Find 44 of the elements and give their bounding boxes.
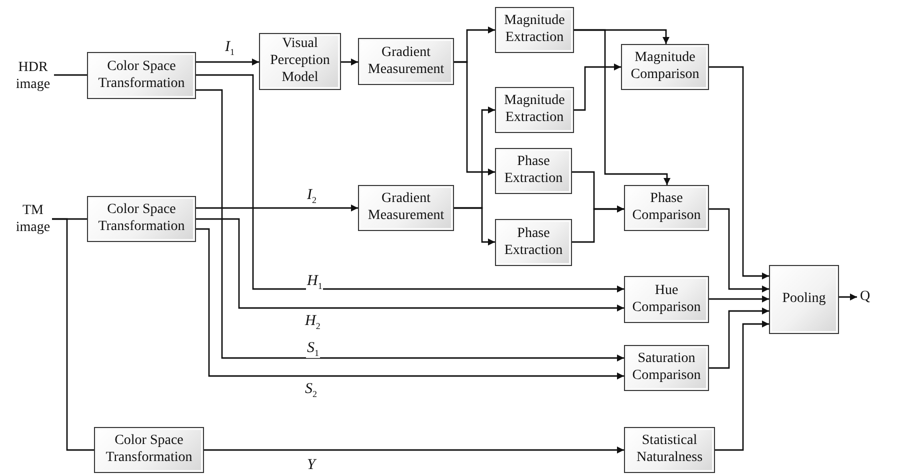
arrow [204, 446, 624, 454]
node-label: TM image [14, 206, 52, 234]
arrow [196, 218, 624, 312]
arrow [709, 66, 769, 280]
arrow [572, 206, 624, 243]
edge-label: H$_{1}$ [306, 274, 324, 291]
process-box: Saturation Comparison [624, 345, 709, 391]
process-box: Color Space Transformation [87, 52, 196, 99]
arrow [196, 58, 259, 66]
arrow [196, 89, 624, 362]
arrow [574, 64, 621, 111]
edge-label: H$_{2}$ [304, 314, 322, 331]
node-label: Q [857, 287, 873, 307]
process-box: Statistical Naturalness [624, 427, 715, 473]
node-label: HDR image [12, 63, 54, 91]
process-box: Gradient Measurement [358, 185, 454, 231]
process-box: Phase Extraction [495, 148, 572, 194]
edge-label: I$_{1}$ [224, 40, 236, 57]
arrow [196, 204, 358, 212]
process-box: Phase Comparison [624, 185, 709, 231]
process-box: Hue Comparison [624, 276, 709, 323]
process-box: Gradient Measurement [358, 38, 454, 85]
process-box: Magnitude Extraction [495, 87, 574, 133]
arrow [341, 58, 358, 66]
arrow [454, 207, 495, 246]
arrow [839, 294, 857, 300]
arrow [715, 320, 769, 451]
process-box: Visual Perception Model [259, 33, 341, 90]
arrow [196, 228, 624, 380]
process-box: Color Space Transformation [87, 196, 196, 242]
arrow [454, 61, 495, 176]
arrow [709, 296, 769, 302]
edge-label: I$_{2}$ [306, 188, 318, 205]
arrow [709, 208, 769, 292]
process-box: Magnitude Comparison [621, 44, 709, 90]
arrow [709, 308, 769, 369]
process-box: Phase Extraction [495, 219, 572, 266]
process-box: Pooling [769, 265, 839, 334]
arrow [196, 74, 624, 292]
process-box: Color Space Transformation [94, 427, 204, 473]
edge-label: S$_{2}$ [304, 382, 318, 399]
process-box: Magnitude Extraction [495, 7, 574, 53]
arrow [574, 29, 670, 185]
edge-label: S$_{1}$ [306, 341, 320, 358]
